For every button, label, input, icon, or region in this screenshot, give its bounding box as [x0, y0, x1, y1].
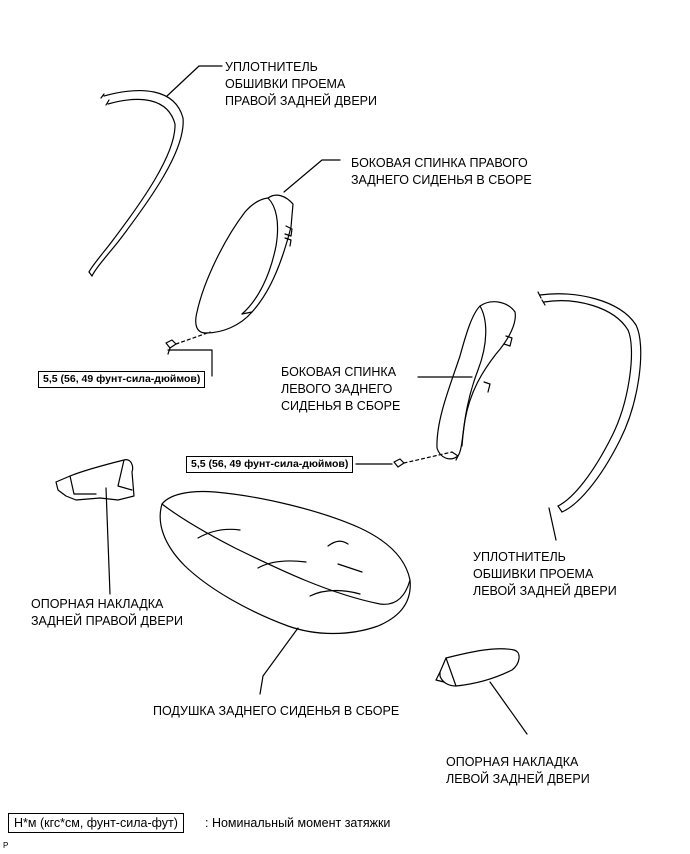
label-line: ЛЕВОЙ ЗАДНЕЙ ДВЕРИ	[446, 772, 590, 786]
right-door-weatherstrip-label: УПЛОТНИТЕЛЬ ОБШИВКИ ПРОЕМА ПРАВОЙ ЗАДНЕЙ…	[225, 59, 377, 110]
label-line: ЗАДНЕЙ ПРАВОЙ ДВЕРИ	[31, 614, 183, 628]
corner-mark: P	[3, 841, 9, 850]
left-door-weatherstrip-label: УПЛОТНИТЕЛЬ ОБШИВКИ ПРОЕМА ЛЕВОЙ ЗАДНЕЙ …	[473, 549, 617, 600]
right-bolt	[165, 331, 211, 355]
rear-seat-cushion-label: ПОДУШКА ЗАДНЕГО СИДЕНЬЯ В СБОРЕ	[153, 703, 399, 720]
label-line: ЛЕВОЙ ЗАДНЕЙ ДВЕРИ	[473, 584, 617, 598]
label-line: ОПОРНАЯ НАКЛАДКА	[446, 755, 579, 769]
left-bolt	[393, 451, 453, 468]
label-line: БОКОВАЯ СПИНКА ПРАВОГО	[351, 156, 528, 170]
label-line: УПЛОТНИТЕЛЬ	[225, 60, 318, 74]
left-side-seatback	[436, 301, 516, 461]
label-line: УПЛОТНИТЕЛЬ	[473, 550, 566, 564]
right-door-support-plate	[55, 459, 135, 501]
legend-unit-box: Н*м (кгс*см, фунт-сила-фут)	[8, 813, 184, 833]
label-line: ПРАВОЙ ЗАДНЕЙ ДВЕРИ	[225, 94, 377, 108]
label-line: ЗАДНЕГО СИДЕНЬЯ В СБОРЕ	[351, 173, 532, 187]
label-line: СИДЕНЬЯ В СБОРЕ	[281, 399, 401, 413]
right-side-seatback-label: БОКОВАЯ СПИНКА ПРАВОГО ЗАДНЕГО СИДЕНЬЯ В…	[351, 155, 532, 189]
leader-lines	[105, 65, 557, 735]
label-line: ПОДУШКА ЗАДНЕГО СИДЕНЬЯ В СБОРЕ	[153, 704, 400, 718]
left-torque-box: 5,5 (56, 49 фунт-сила-дюймов)	[186, 456, 354, 473]
right-door-weatherstrip	[88, 90, 184, 277]
legend-description: : Номинальный момент затяжки	[205, 816, 391, 830]
label-line: ОБШИВКИ ПРОЕМА	[473, 567, 594, 581]
left-door-support-plate	[435, 648, 520, 687]
label-line: ОБШИВКИ ПРОЕМА	[225, 77, 346, 91]
right-side-seatback	[195, 194, 294, 334]
label-line: БОКОВАЯ СПИНКА	[281, 365, 397, 379]
right-door-support-plate-label: ОПОРНАЯ НАКЛАДКА ЗАДНЕЙ ПРАВОЙ ДВЕРИ	[31, 596, 183, 630]
right-torque-box: 5,5 (56, 49 фунт-сила-дюймов)	[38, 371, 206, 388]
left-door-support-plate-label: ОПОРНАЯ НАКЛАДКА ЛЕВОЙ ЗАДНЕЙ ДВЕРИ	[446, 754, 590, 788]
label-line: ОПОРНАЯ НАКЛАДКА	[31, 597, 164, 611]
left-side-seatback-label: БОКОВАЯ СПИНКА ЛЕВОГО ЗАДНЕГО СИДЕНЬЯ В …	[281, 364, 400, 415]
label-line: ЛЕВОГО ЗАДНЕГО	[281, 382, 393, 396]
left-door-weatherstrip	[537, 291, 642, 513]
rear-seat-cushion	[159, 490, 411, 635]
